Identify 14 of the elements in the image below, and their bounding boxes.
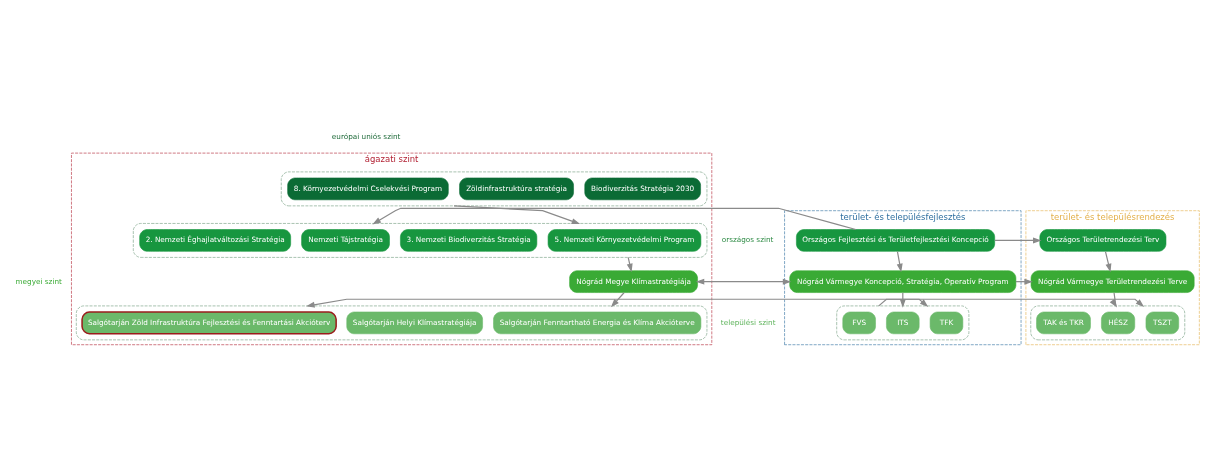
arrow <box>453 204 581 224</box>
cluster <box>1030 305 1186 340</box>
arrow <box>695 278 792 285</box>
arrow <box>306 298 929 308</box>
cluster <box>133 222 708 258</box>
cluster <box>76 305 708 340</box>
arrow <box>994 236 1042 243</box>
arrow <box>372 207 857 230</box>
cluster <box>836 305 970 340</box>
arrow <box>878 298 1145 307</box>
cluster <box>280 171 708 206</box>
arrow <box>896 250 903 272</box>
arrow <box>1104 250 1112 272</box>
arrow <box>626 256 633 272</box>
